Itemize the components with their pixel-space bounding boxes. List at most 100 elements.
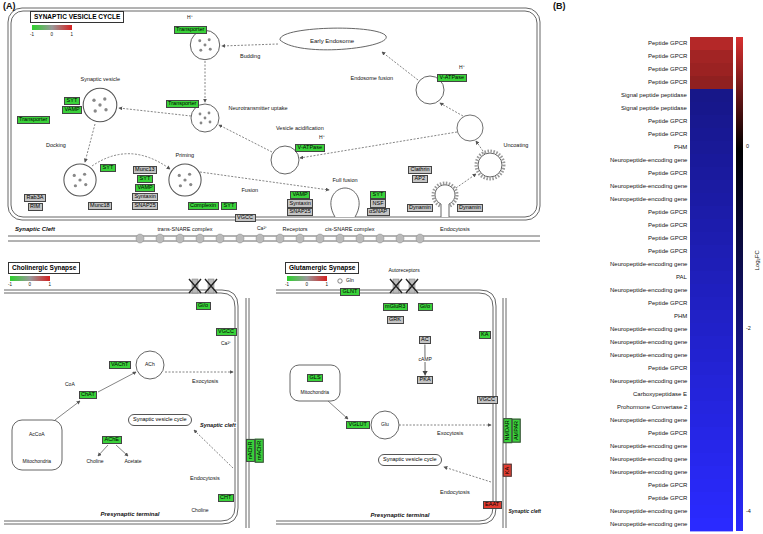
process-label: Autoreceptors (389, 268, 420, 274)
pathway-graphic (444, 467, 491, 482)
pathway-graphic (276, 290, 496, 524)
gene-box: Clathrin (408, 166, 432, 175)
heatmap-cell (690, 518, 733, 531)
panel-letter: (A) (3, 2, 16, 12)
pathway-graphic (287, 276, 327, 281)
region-label: Synaptic Cleft (15, 226, 55, 233)
metabolite-label: CoA (65, 382, 75, 388)
box-text: Synaptic vesicle cycle (133, 417, 187, 423)
box-text: KA (504, 466, 510, 473)
pathway-graphic (222, 44, 278, 46)
gene-box: AChE (102, 436, 122, 445)
pathway-graphic (11, 11, 537, 217)
gene-box: SNAP25 (287, 208, 313, 217)
legend-tick: 1 (326, 283, 329, 288)
process-label: Docking (46, 142, 66, 148)
pathway-graphic (85, 44, 485, 190)
gene-box: EAAT (483, 501, 502, 510)
pathway-graphic (216, 234, 224, 243)
pathway-graphic (440, 103, 463, 116)
gene-box: Transporter (174, 26, 207, 35)
row-label: Peptide GPCR (648, 118, 687, 125)
metabolite-label: Acetate (125, 459, 142, 465)
row-label: Neuropeptide-encoding gene (610, 456, 687, 463)
pathway-graphic (336, 234, 344, 243)
pathway-graphic (276, 234, 284, 243)
pathway-graphic (83, 88, 117, 122)
row-label: Neuropeptide-encoding gene (610, 521, 687, 528)
panel-title: Cholinergic Synapse (8, 262, 80, 274)
pathway-graphic (476, 141, 485, 154)
panel-title: Glutamergic Synapse (285, 262, 359, 274)
metabolite-label: Gln (346, 278, 354, 284)
ion-label: Ca²⁺ (257, 226, 267, 232)
pathway-graphic (165, 372, 233, 373)
region-label: Synaptic cleft (509, 509, 542, 515)
heatmap-cell (690, 362, 733, 375)
heatmap-cell (690, 193, 733, 206)
row-label: PHM (674, 313, 687, 320)
row-label: Carboxypeptidase E (633, 391, 687, 398)
pathway-graphic (416, 234, 424, 243)
row-label: Neuropeptide-encoding gene (610, 508, 687, 515)
pathway-graphic (249, 298, 250, 528)
legend-tick: -1 (30, 33, 34, 38)
edge-label: cAMP (418, 357, 433, 363)
pathway-graphic (200, 172, 329, 190)
gene-box: VGCC (477, 396, 498, 405)
pathway-graphic (136, 234, 424, 243)
box-text: V-ATPase (440, 75, 464, 81)
gene-box: Dynamin (457, 204, 484, 213)
gene-box: GLS (307, 374, 323, 383)
heatmap-cell (690, 271, 733, 284)
box-text: VAMP (293, 192, 308, 198)
pathway-graphic (338, 279, 342, 283)
gene-box: KA (479, 331, 492, 340)
heatmap-cell (690, 180, 733, 193)
pathway-graphic (119, 108, 191, 116)
box-text: AMPAR (513, 420, 519, 439)
row-label: PHM (674, 144, 687, 151)
box-text: AC (421, 337, 429, 343)
process-label: Early Endosome (310, 38, 354, 45)
pathway-graphic (356, 234, 364, 243)
heatmap-cell (690, 102, 733, 115)
row-label: Signal peptide peptidase (621, 92, 687, 99)
box-text: VGCC (218, 329, 234, 335)
row-label: Neuropeptide-encoding gene (610, 352, 687, 359)
heatmap-cell (690, 219, 733, 232)
gene-box: RIM (28, 203, 43, 212)
row-label: Peptide GPCR (648, 495, 687, 502)
ion-label: Ca²⁺ (221, 341, 231, 347)
gene-box: PKA (417, 376, 433, 385)
box-text: GLS (310, 375, 321, 381)
heatmap-cell (690, 414, 733, 427)
receptor-box: NMDAR (503, 417, 512, 442)
row-label: Prohormone Convertase 2 (617, 404, 687, 411)
row-label: Neuropeptide-encoding gene (610, 469, 687, 476)
gene-box: Gi/o (418, 303, 433, 312)
pathway-graphic (98, 445, 108, 456)
box-text: Dynamin (459, 205, 481, 211)
box-text: Glutamergic Synapse (289, 265, 355, 272)
box-text: AP2 (415, 176, 425, 182)
pathway-graphic (190, 30, 219, 59)
pathway-graphic (690, 37, 733, 531)
process-label: cis-SNARE complex (325, 226, 375, 232)
heatmap-cell (690, 466, 733, 479)
pathway-graphic (55, 372, 233, 468)
pathway-graphic (328, 401, 348, 419)
box-text: SYT (140, 176, 151, 182)
row-label: Neuropeptide-encoding gene (610, 157, 687, 164)
row-label: PAL (676, 274, 687, 281)
heatmap-cell (690, 154, 733, 167)
pathway-graphic (736, 37, 743, 531)
gene-box: Munc18 (88, 202, 113, 211)
box-text: Synaptic vesicle cycle (383, 457, 437, 463)
row-label: Peptide GPCR (648, 40, 687, 47)
box-text: SYT (224, 203, 235, 209)
pathway-graphic (290, 365, 340, 401)
pathway-graphic (12, 420, 62, 470)
pathway-graphic (478, 153, 502, 177)
row-label: Peptide GPCR (648, 300, 687, 307)
